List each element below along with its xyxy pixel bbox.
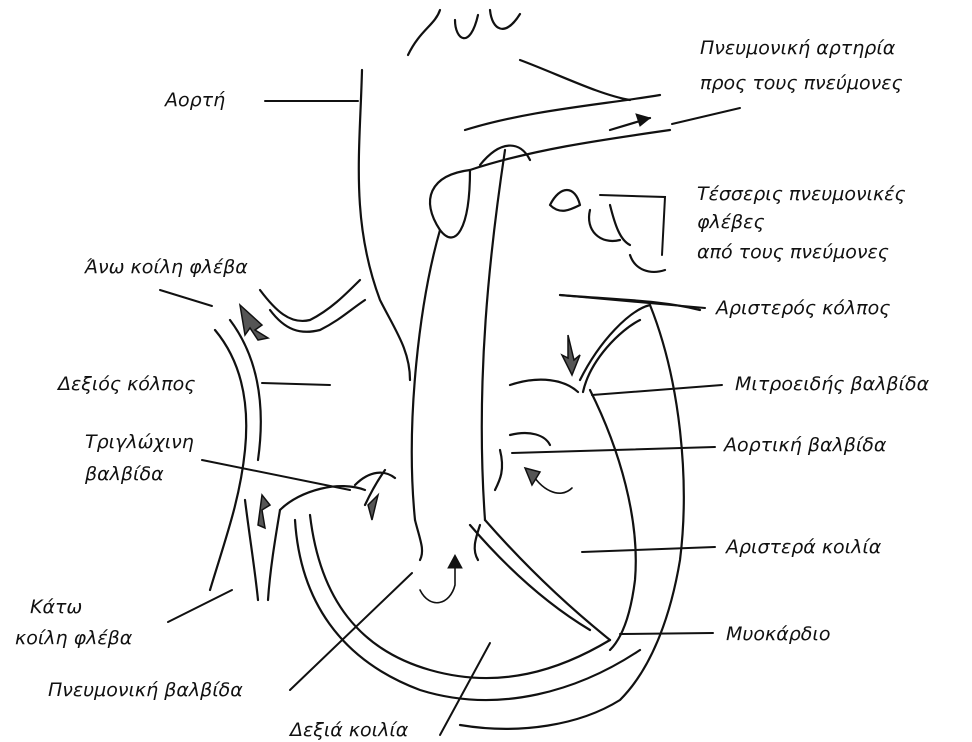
right-atrium-outer-wall	[210, 330, 246, 590]
label-aortic-valve: Αορτική βαλβίδα	[724, 433, 886, 457]
aorta-top-branch-left	[408, 10, 440, 55]
label-myocardium: Μυοκάρδιο	[726, 622, 830, 646]
septum	[485, 520, 610, 640]
tricuspid-valve-leaflet	[355, 473, 395, 485]
label-aorta: Αορτή	[165, 88, 225, 112]
label-pulmonary-veins-line3: από τους πνεύμονες	[697, 240, 889, 264]
label-right-ventricle: Δεξιά κοιλία	[290, 718, 408, 742]
aorta-top-branch-right	[490, 10, 520, 29]
ivc-flow-arrow	[258, 495, 270, 528]
label-mitral-valve: Μιτροειδής βαλβίδα	[735, 372, 929, 396]
label-inferior-vena-cava-line2: κοίλη φλέβα	[15, 626, 132, 650]
aortic-valve-leaflet-b	[495, 450, 502, 490]
label-pulmonary-valve: Πνευμονική βαλβίδα	[48, 678, 243, 702]
leader-svc	[160, 290, 212, 306]
pulmonary-artery-lower-wall	[470, 130, 670, 170]
label-inferior-vena-cava-line1: Κάτω	[30, 595, 82, 619]
leader-pulmonary-valve	[290, 573, 412, 690]
left-atrium-flow-arrow	[562, 335, 580, 375]
aorta-arch-right	[520, 60, 630, 100]
aorta-top-branch-mid	[455, 15, 478, 38]
pulmonary-artery-bulge	[430, 170, 470, 238]
inferior-vena-cava-right	[268, 510, 280, 600]
leader-left-ventricle	[582, 547, 715, 552]
leader-ivc	[168, 590, 232, 622]
label-left-atrium: Αριστερός κόλπος	[716, 296, 890, 320]
label-tricuspid-valve-line1: Τριγλώχινη	[85, 430, 194, 454]
label-right-atrium: Δεξιός κόλπος	[58, 372, 195, 396]
mitral-valve-leaflet-b	[583, 320, 640, 392]
svc-flow-arrow	[240, 305, 268, 340]
leader-mitral-valve	[592, 385, 722, 395]
label-superior-vena-cava: Άνω κοίλη φλέβα	[85, 255, 248, 279]
pulmonary-artery-flow-arrowhead	[636, 114, 650, 126]
leader-pulmonary-artery	[672, 108, 740, 124]
aorta-left-wall	[359, 70, 410, 380]
inferior-vena-cava-left	[245, 500, 258, 600]
label-pulmonary-artery-line2: προς τους πνεύμονες	[700, 71, 903, 95]
leader-myocardium	[620, 633, 713, 634]
left-atrium-top	[580, 305, 650, 380]
label-tricuspid-valve-line2: βαλβίδα	[85, 462, 164, 486]
leader-right-atrium	[262, 383, 330, 385]
right-ventricle-inner-wall	[310, 515, 610, 678]
tricuspid-flow-arrow	[368, 495, 378, 520]
left-ventricle-inner-wall	[590, 390, 636, 650]
pulmonary-vein-4	[630, 255, 665, 272]
right-ventricle-outer-wall	[280, 486, 640, 700]
label-pulmonary-veins-line1: Τέσσερις πνευμονικές	[697, 182, 906, 206]
pulmonary-valve-leaflet-a	[415, 520, 422, 560]
label-pulmonary-artery-line1: Πνευμονική αρτηρία	[700, 36, 895, 60]
leader-tricuspid-valve	[202, 460, 350, 490]
pulmonary-vein-1	[550, 190, 580, 211]
label-pulmonary-veins-line2: φλέβες	[697, 210, 765, 234]
leader-left-atrium	[560, 295, 705, 308]
leader-right-ventricle	[440, 643, 490, 735]
label-left-ventricle: Αριστερά κοιλία	[726, 535, 881, 559]
pulmonary-trunk-left	[412, 230, 440, 520]
aortic-valve-leaflet-a	[510, 433, 550, 445]
septum-inner	[470, 525, 590, 630]
right-ventricle-flow-arrowhead	[448, 555, 462, 568]
mitral-valve-leaflet-a	[510, 380, 578, 392]
